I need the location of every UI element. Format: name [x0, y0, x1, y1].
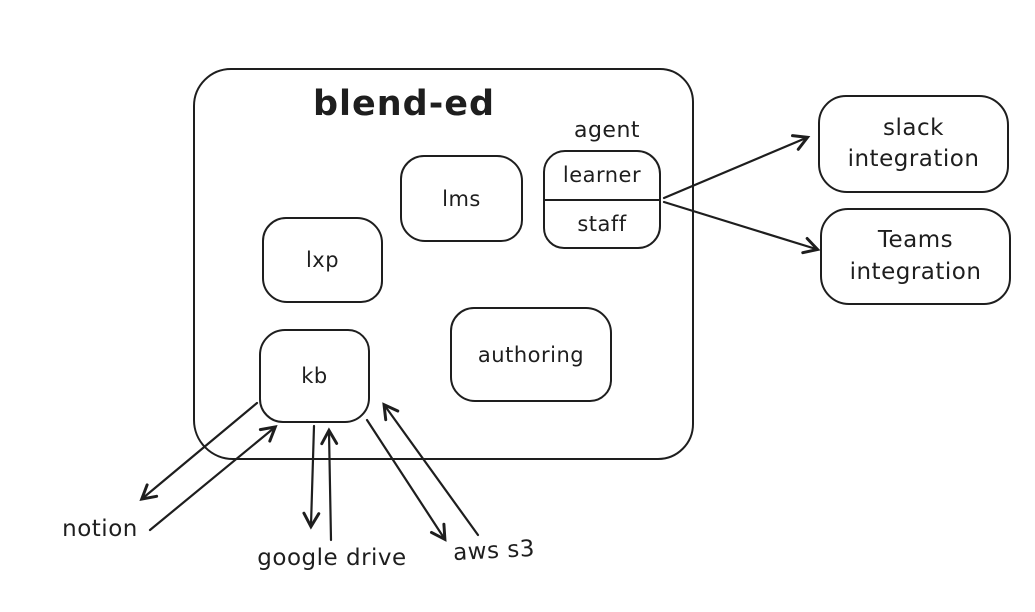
module-lms-label: lms	[442, 186, 481, 211]
slack-integration-label-line2: integration	[847, 146, 980, 172]
module-box-lms: lms	[400, 155, 523, 242]
source-label-notion: notion	[62, 516, 138, 542]
teams-integration-label-line1: Teams	[877, 227, 954, 254]
slack-integration-label-line1: slack	[883, 114, 944, 141]
teams-integration-label-line2: integration	[849, 258, 982, 285]
agent-role-staff: staff	[577, 211, 627, 236]
agent-caption: agent	[573, 118, 641, 143]
module-kb-label: kb	[301, 364, 328, 388]
module-authoring-label: authoring	[477, 342, 585, 367]
module-lxp-label: lxp	[305, 248, 340, 272]
agent-box: learner staff	[543, 150, 661, 249]
teams-integration-box: Teams integration	[820, 208, 1011, 305]
module-box-kb: kb	[259, 329, 370, 423]
module-box-lxp: lxp	[262, 217, 383, 303]
agent-role-learner: learner	[545, 152, 659, 201]
module-box-authoring: authoring	[450, 307, 612, 402]
slack-integration-box: slack integration	[818, 95, 1009, 193]
platform-title: blend-ed	[312, 84, 496, 124]
source-label-google-drive: google drive	[257, 545, 407, 571]
source-label-aws-s3: aws s3	[452, 535, 536, 567]
